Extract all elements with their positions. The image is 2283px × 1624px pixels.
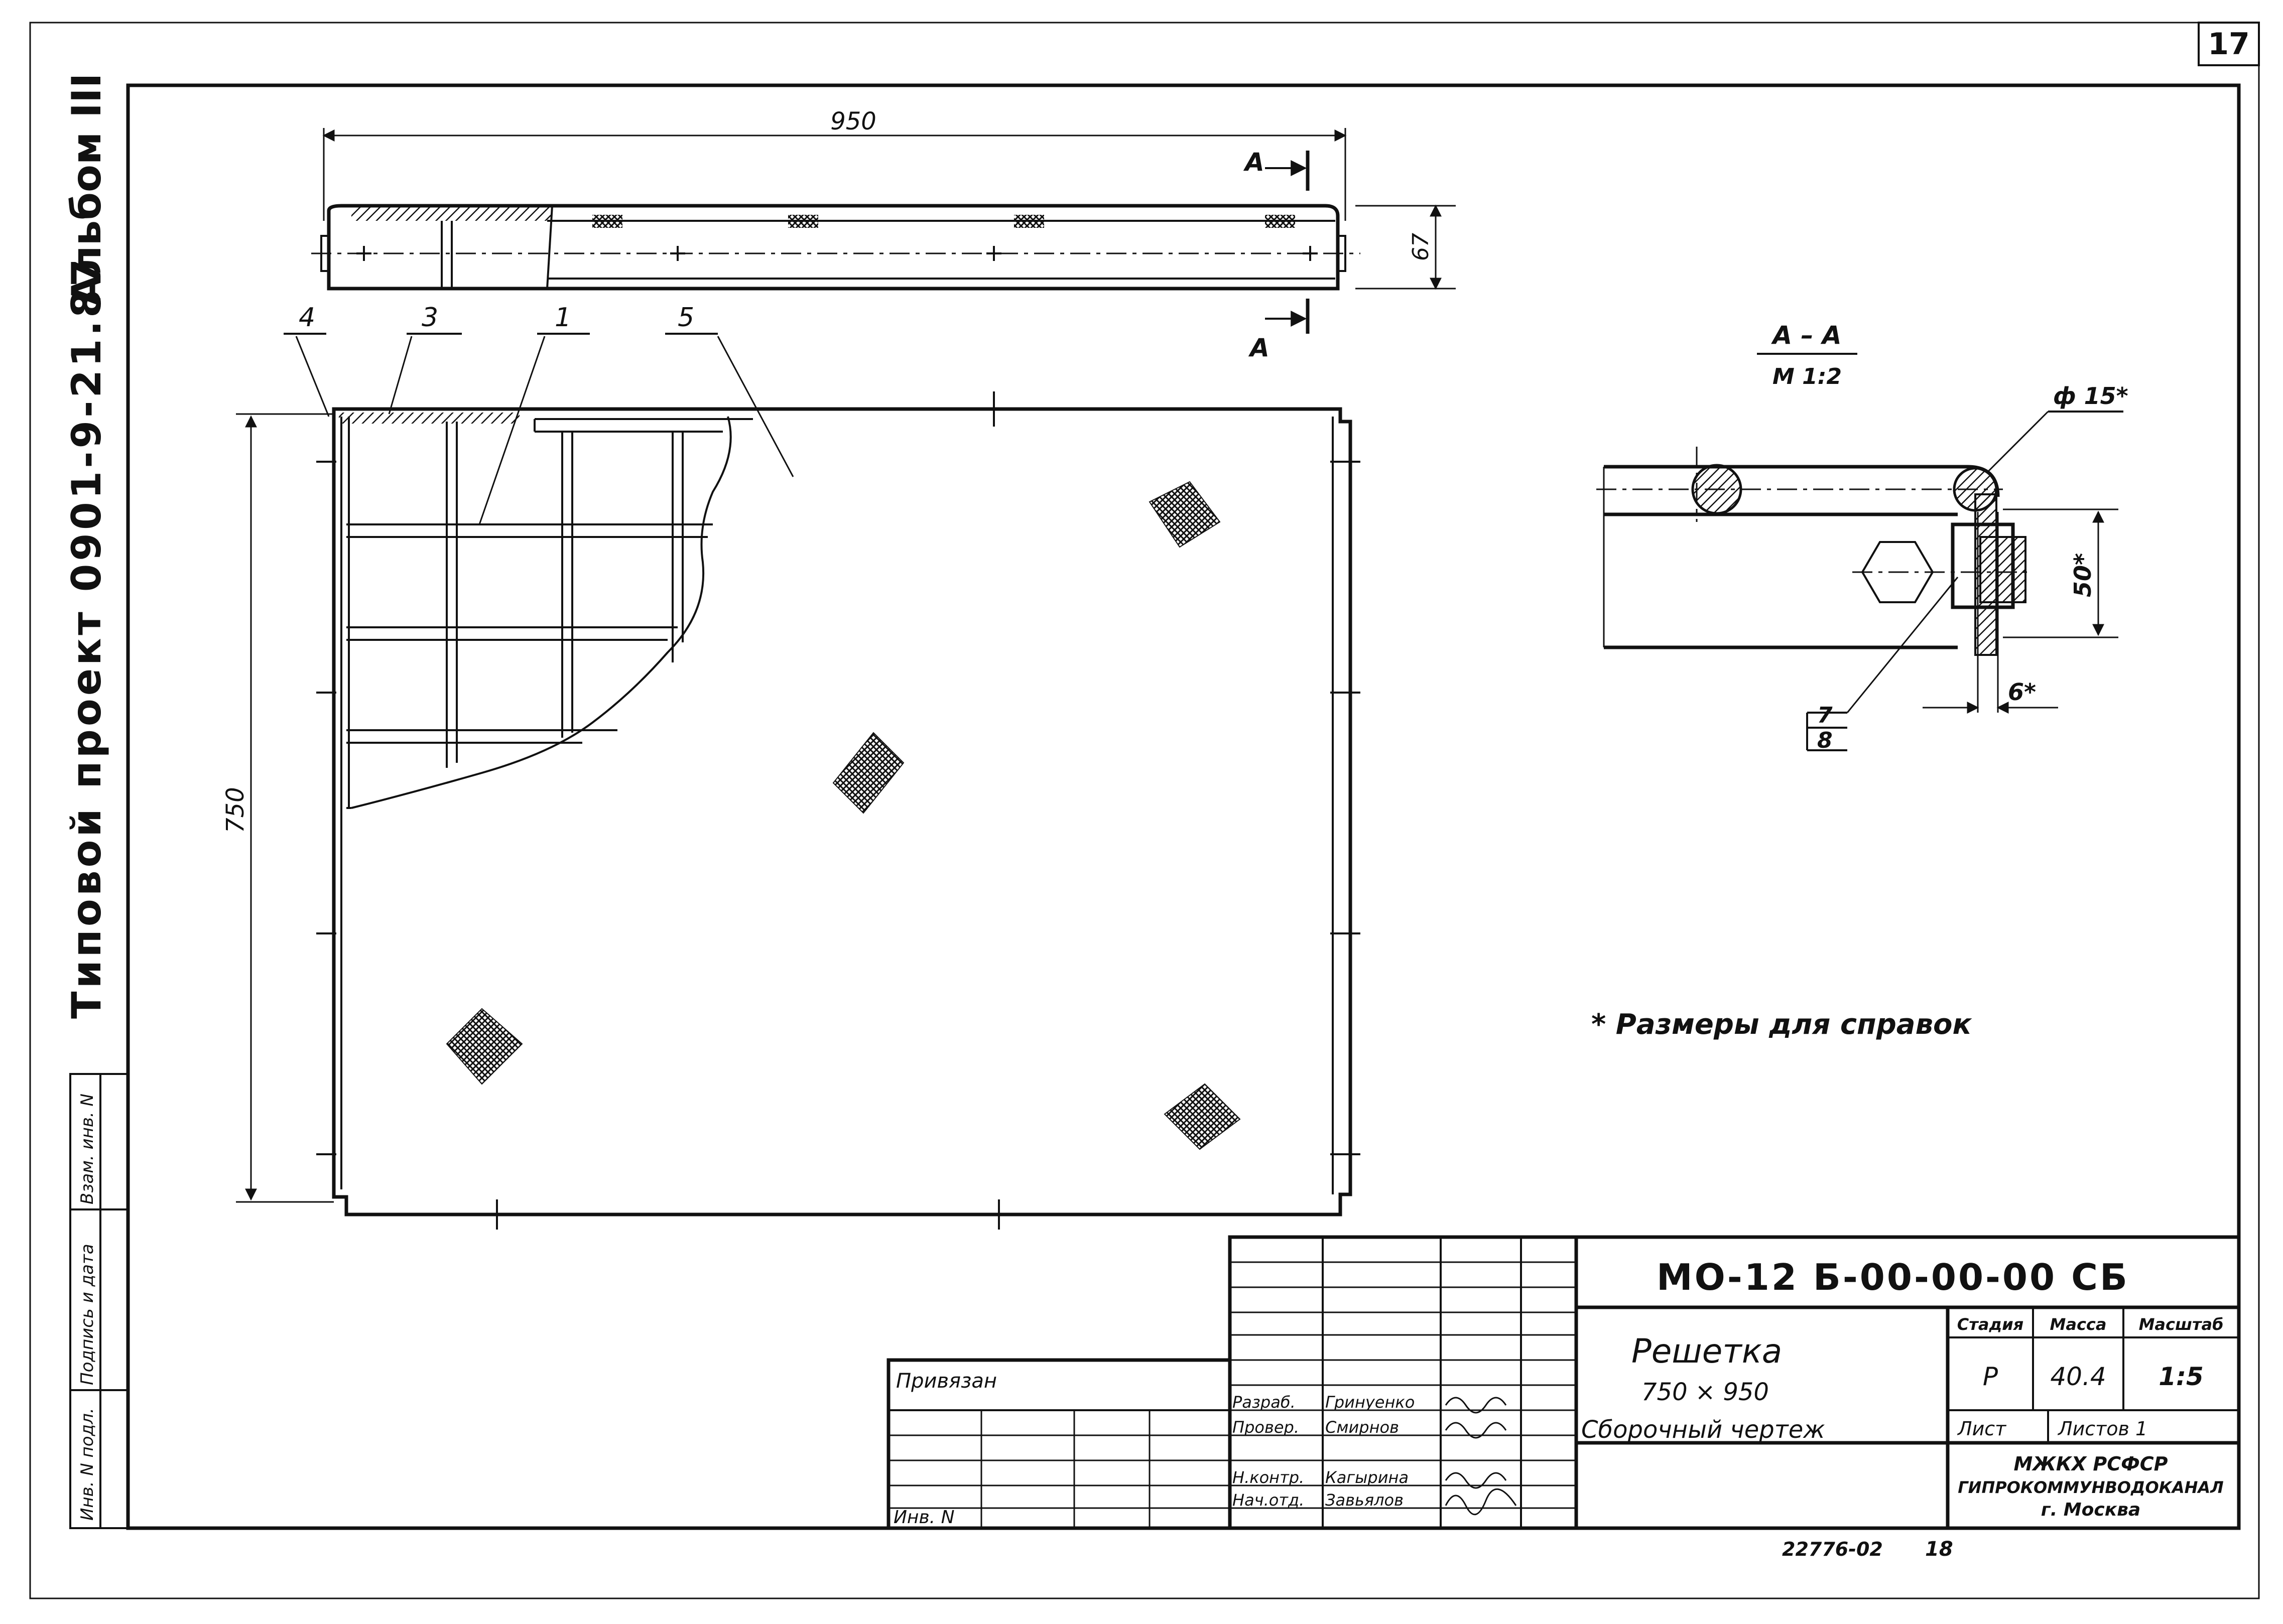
grating-bars [346, 422, 713, 768]
head-scale: Масштаб [2139, 1315, 2224, 1334]
callout-8: 8 [1817, 728, 1833, 753]
name-1: Гринуенко [1325, 1393, 1415, 1412]
top-view: 950 67 А А [311, 107, 1456, 362]
sheet-number: 17 [2208, 27, 2250, 62]
org-line-2: ГИПРОКОММУНВОДОКАНАЛ [1958, 1478, 2223, 1497]
name-2: Смирнов [1325, 1418, 1399, 1437]
side-label-replace: Взам. инв. N [77, 1094, 97, 1204]
role-1: Разраб. [1232, 1393, 1296, 1412]
mesh-patch [832, 732, 905, 814]
top-view-dim-height: 67 [1408, 233, 1434, 261]
album-label: Альбом III [63, 73, 110, 306]
org-line-1: МЖКХ РСФСР [2013, 1453, 2168, 1475]
sheets-label: Листов 1 [2057, 1418, 2147, 1440]
page-number: 18 [1925, 1538, 1953, 1561]
callout-3: 3 [422, 303, 438, 333]
side-stamp: Инв. N подл. Подпись и дата Взам. инв. N [69, 1073, 129, 1529]
section-dim-50: 50* [2069, 553, 2096, 597]
top-view-dim-length: 950 [830, 107, 876, 136]
callout-7: 7 [1817, 703, 1833, 728]
title-block: МО-12 Б-00-00-00 СБ Решетка 750 × 950 Сб… [886, 1235, 2241, 1530]
role-3: Н.контр. [1232, 1468, 1304, 1487]
doc-designation: МО-12 Б-00-00-00 СБ [1657, 1256, 2129, 1298]
mesh-patch [1164, 1083, 1241, 1150]
name-4: Завьялов [1325, 1491, 1404, 1510]
plan-dim-height: 750 [221, 787, 249, 833]
mesh-patch [1149, 481, 1221, 548]
callout-5: 5 [678, 303, 694, 333]
part-name: Решетка [1631, 1332, 1782, 1371]
mesh-patch [446, 1008, 523, 1085]
role-2: Провер. [1232, 1418, 1299, 1437]
scale-value: 1:5 [2159, 1362, 2204, 1391]
section-scale: М 1:2 [1772, 364, 1842, 389]
section-dim-6: 6* [2008, 679, 2036, 706]
stage-value: Р [1983, 1362, 1998, 1391]
section-title: А – А [1770, 321, 1841, 350]
callout-1: 1 [555, 303, 571, 333]
mass-value: 40.4 [2050, 1362, 2106, 1391]
section-mark-bottom: А [1248, 333, 1270, 362]
side-label-inv: Инв. N подл. [77, 1408, 97, 1521]
sheet-label: Лист [1957, 1418, 2007, 1440]
org-line-3: г. Москва [2041, 1500, 2140, 1520]
part-size: 750 × 950 [1641, 1378, 1769, 1406]
break-line [351, 416, 732, 809]
side-label-sign: Подпись и дата [77, 1244, 97, 1385]
role-4: Нач.отд. [1232, 1491, 1304, 1510]
head-mass: Масса [2050, 1315, 2107, 1334]
attached-label: Привязан [896, 1370, 997, 1393]
outer-frame [29, 22, 2260, 1599]
section-mark-top: А [1243, 148, 1264, 177]
note-text: * Размеры для справок [1591, 1008, 1972, 1041]
section-a-a: А – А М 1:2 50* ф 15* 6* 7 8 [1596, 321, 2128, 753]
head-stage: Стадия [1957, 1315, 2023, 1334]
signature [1445, 1397, 1517, 1516]
inv-label: Инв. N [894, 1507, 955, 1528]
inner-frame [126, 83, 2241, 1530]
project-label: Типовой проект 0901-9-21.87 [63, 256, 110, 1019]
bar-section [1691, 464, 1742, 515]
section-dim-diameter: ф 15* [2053, 382, 2128, 410]
plan-view: 750 4 3 1 5 [221, 303, 1360, 1230]
callout-4: 4 [299, 303, 315, 333]
doc-type: Сборочный чертеж [1581, 1416, 1825, 1444]
sheet-number-box [2198, 22, 2260, 66]
name-3: Кагырина [1325, 1468, 1409, 1487]
order-number: 22776-02 [1782, 1538, 1883, 1560]
